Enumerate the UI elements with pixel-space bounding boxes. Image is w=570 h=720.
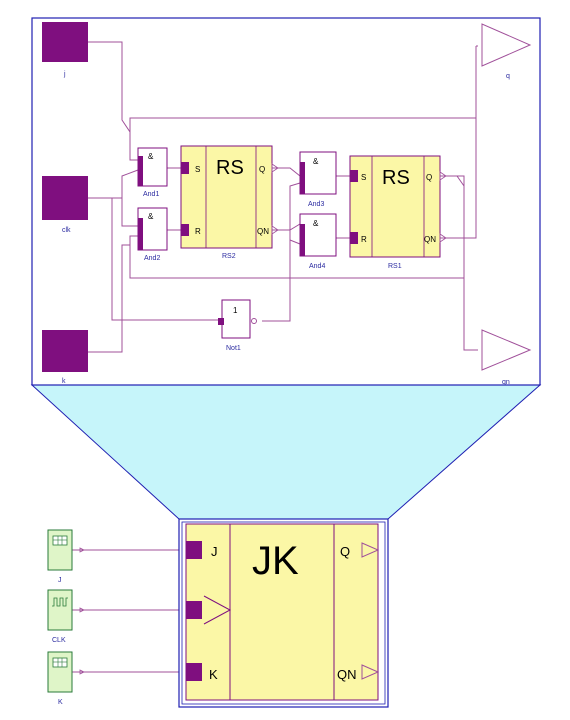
jk-pin-j: J	[211, 544, 218, 559]
and1-name: And1	[143, 191, 159, 198]
gate-and3: & And3	[299, 151, 337, 208]
top-output-qn: qn	[481, 329, 532, 386]
and4-name: And4	[309, 263, 325, 270]
jk-pin-q: Q	[340, 544, 350, 559]
zoom-projection	[30, 384, 542, 520]
label-clk: clk	[62, 227, 71, 234]
and2-name: And2	[144, 255, 160, 262]
jk-title: JK	[252, 539, 299, 583]
bottom-input-j: J	[47, 529, 85, 584]
and1-symbol: &	[148, 152, 154, 161]
jk-output-q-arrow	[361, 542, 380, 558]
bottom-input-clk: CLK	[47, 589, 85, 644]
jk-output-qn-arrow	[361, 664, 380, 680]
gate-and1: & And1	[137, 147, 168, 198]
gate-not1: 1 Not1	[218, 299, 257, 352]
top-wires	[88, 41, 478, 353]
rs1-pin-r: R	[361, 235, 367, 244]
block-rs2: S R RS Q QN RS2	[180, 145, 279, 260]
rs1-name: RS1	[388, 263, 402, 270]
label-j: j	[63, 71, 66, 78]
label-qn: qn	[502, 379, 510, 386]
label-j-source: J	[58, 577, 62, 584]
block-jk: J K JK Q QN	[185, 523, 380, 701]
top-circuit-frame	[31, 17, 541, 386]
block-rs1: S R RS Q QN RS1	[349, 155, 447, 270]
top-input-clk: clk	[42, 176, 88, 234]
label-k-source: K	[58, 699, 63, 706]
label-k: k	[62, 378, 66, 385]
not1-name: Not1	[226, 345, 241, 352]
top-output-q: q	[481, 23, 532, 80]
and4-symbol: &	[313, 219, 319, 228]
jk-pin-k: K	[209, 667, 218, 682]
and3-symbol: &	[313, 157, 319, 166]
bottom-wires	[68, 549, 186, 673]
top-input-k: k	[42, 330, 88, 385]
jk-pin-qn: QN	[337, 667, 357, 682]
rs1-title: RS	[382, 167, 410, 189]
bottom-input-k: K	[47, 651, 85, 706]
rs2-name: RS2	[222, 253, 236, 260]
rs2-pin-qn: QN	[257, 227, 269, 236]
top-input-j: j	[42, 22, 88, 78]
rs2-title: RS	[216, 157, 244, 179]
not1-symbol: 1	[233, 306, 238, 315]
rs2-pin-r: R	[195, 227, 201, 236]
label-q: q	[506, 73, 510, 80]
rs1-pin-s: S	[361, 173, 366, 182]
rs1-pin-q: Q	[426, 173, 432, 182]
jk-frame-inner	[181, 521, 386, 705]
label-clk-source: CLK	[52, 637, 66, 644]
rs1-pin-qn: QN	[424, 235, 436, 244]
rs2-pin-s: S	[195, 165, 200, 174]
and3-name: And3	[308, 201, 324, 208]
rs2-pin-q: Q	[259, 165, 265, 174]
and2-symbol: &	[148, 212, 154, 221]
gate-and4: & And4	[299, 213, 337, 270]
gate-and2: & And2	[137, 207, 168, 262]
